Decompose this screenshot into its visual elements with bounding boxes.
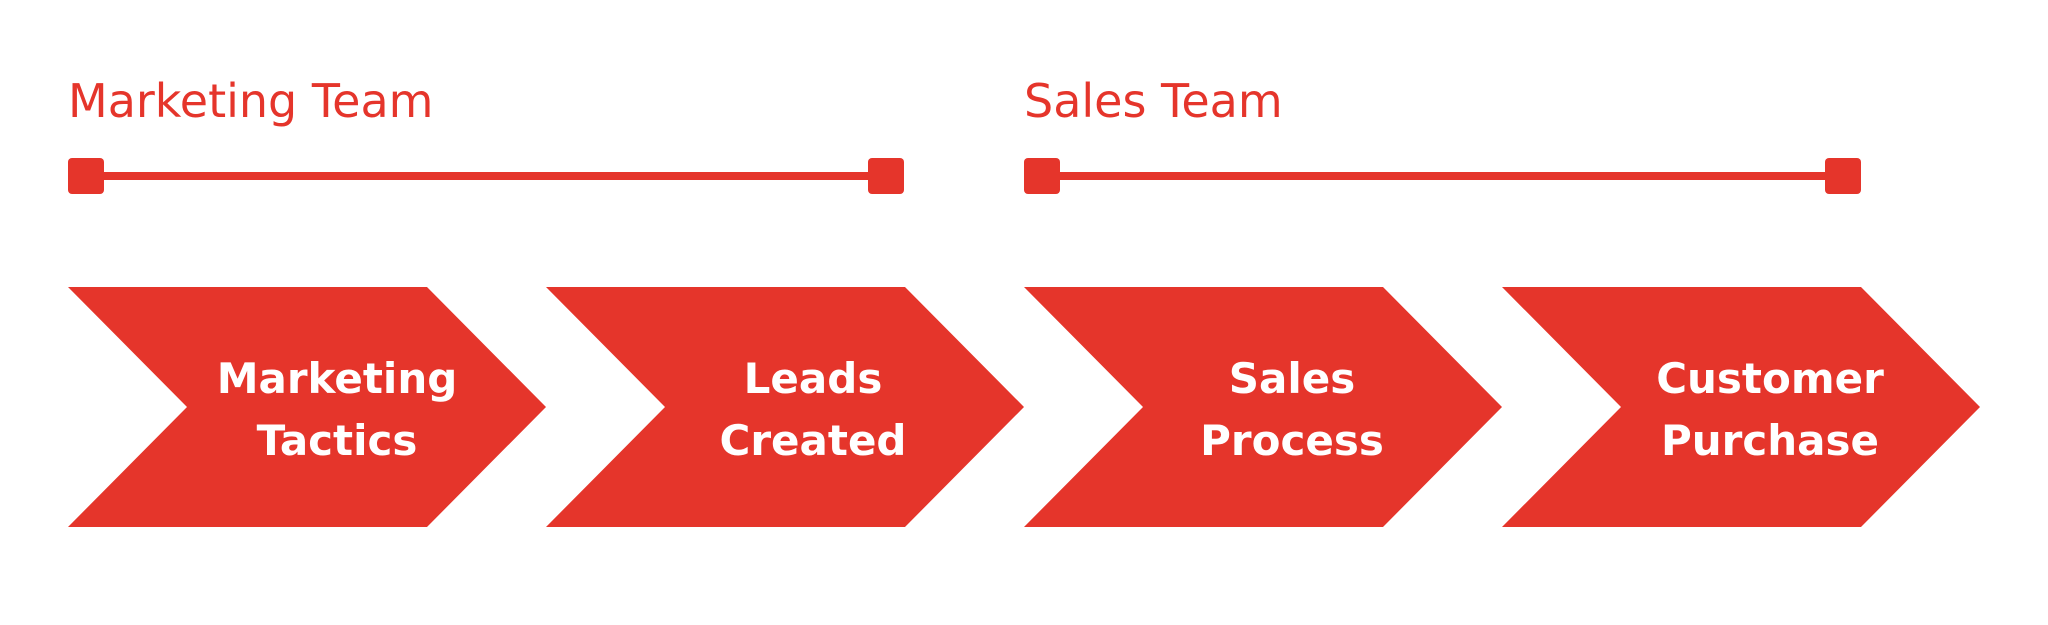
chevron-shape	[1502, 287, 1980, 527]
chevron-shape	[1024, 287, 1502, 527]
stage-label-line2: Process	[1200, 416, 1384, 465]
stage-label-line1: Leads	[744, 354, 883, 403]
team-sales: Sales Team	[1024, 74, 1861, 194]
stage-sales-process: Sales Process	[1024, 287, 1502, 527]
stage-label-line1: Marketing	[217, 354, 458, 403]
stage-label-line2: Purchase	[1661, 416, 1879, 465]
team-title-marketing: Marketing Team	[68, 74, 433, 128]
stage-marketing-tactics: Marketing Tactics	[68, 287, 546, 527]
stage-label-line1: Sales	[1229, 354, 1355, 403]
team-span-start-marker-sales	[1024, 158, 1060, 194]
stage-customer-purchase: Customer Purchase	[1502, 287, 1980, 527]
team-span-end-marker-marketing	[868, 158, 904, 194]
stage-label-line2: Created	[720, 416, 907, 465]
chevron-shape	[68, 287, 546, 527]
team-marketing: Marketing Team	[68, 74, 904, 194]
stage-label-line2: Tactics	[257, 416, 418, 465]
team-span-start-marker-marketing	[68, 158, 104, 194]
stage-label-line1: Customer	[1656, 354, 1884, 403]
chevron-shape	[546, 287, 1024, 527]
team-span-end-marker-sales	[1825, 158, 1861, 194]
team-title-sales: Sales Team	[1024, 74, 1283, 128]
stage-leads-created: Leads Created	[546, 287, 1024, 527]
